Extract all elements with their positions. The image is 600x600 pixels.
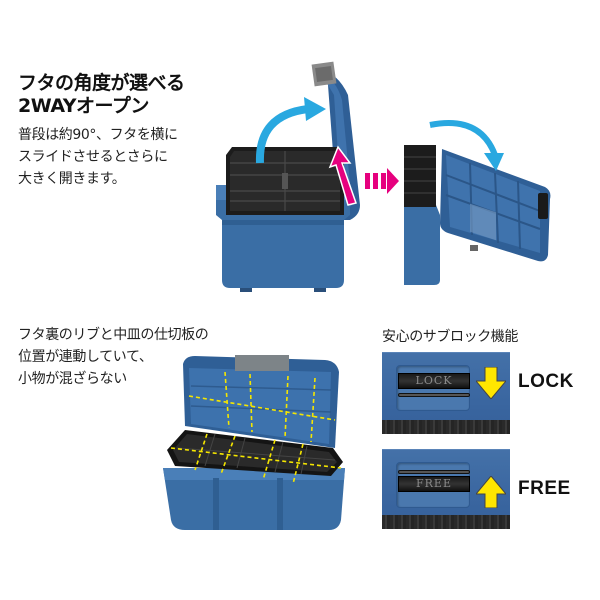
slider-groove xyxy=(398,393,470,397)
description-line-1: フタ裏のリブと中皿の仕切板の xyxy=(18,327,209,343)
panel-base xyxy=(382,515,510,529)
transition-arrow-icon xyxy=(365,168,399,194)
box-open-90-image xyxy=(210,55,360,295)
description-line-3: 小物が混ざらない xyxy=(18,371,127,387)
description-2way-open: 普段は約90°、フタを横に スライドさせるとさらに 大きく開きます。 xyxy=(18,124,228,190)
description-line-3: 大きく開きます。 xyxy=(18,171,126,187)
free-slider: FREE xyxy=(398,476,470,492)
lock-slider: LOCK xyxy=(398,373,470,389)
description-line-1: 普段は約90°、フタを横に xyxy=(18,127,178,143)
description-line-2: 位置が連動していて、 xyxy=(18,349,153,365)
description-divider-alignment: フタ裏のリブと中皿の仕切板の 位置が連動していて、 小物が混ざらない xyxy=(18,324,278,390)
free-state-panel: FREE xyxy=(382,449,510,529)
lock-state-panel: LOCK xyxy=(382,352,510,434)
box-dividers-image xyxy=(155,350,370,540)
headline-2way-open: フタの角度が選べる 2WAYオープン xyxy=(18,72,238,118)
lock-state-label: LOCK xyxy=(518,371,574,392)
panel-base xyxy=(382,420,510,434)
sublock-heading: 安心のサブロック機能 xyxy=(382,329,518,345)
arrow-down-icon xyxy=(476,367,506,399)
arrow-up-icon xyxy=(476,476,506,508)
box-open-wide-image xyxy=(400,115,555,300)
headline-line-2: 2WAYオープン xyxy=(18,95,149,117)
headline-line-1: フタの角度が選べる xyxy=(18,72,185,94)
free-state-label: FREE xyxy=(518,478,571,499)
description-line-2: スライドさせるとさらに xyxy=(18,149,168,165)
slider-groove xyxy=(398,470,470,474)
